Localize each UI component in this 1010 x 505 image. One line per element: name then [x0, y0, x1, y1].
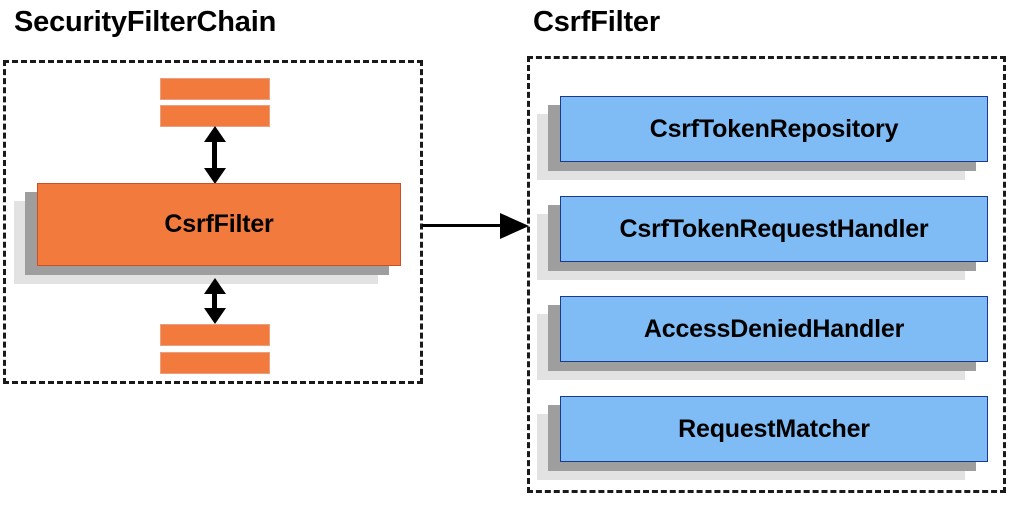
connector-chain-to-csrf-shaft: [422, 224, 507, 227]
collapsed-filter-bar-below-2: [160, 352, 270, 374]
node-face: CsrfTokenRepository: [560, 96, 988, 162]
node-face: AccessDeniedHandler: [560, 296, 988, 362]
collapsed-filter-bar-above-2: [160, 105, 270, 127]
arrow-up-head-icon-lower: [204, 278, 226, 294]
node-label: RequestMatcher: [678, 414, 870, 443]
collapsed-filter-bar-below-1: [160, 324, 270, 346]
panel-title-security-filter-chain: SecurityFilterChain: [14, 6, 277, 38]
node-label: CsrfTokenRequestHandler: [619, 214, 929, 243]
panel-title-csrf-filter: CsrfFilter: [533, 6, 660, 38]
arrow-down-head-icon-upper: [204, 168, 226, 184]
node-label: CsrfTokenRepository: [649, 114, 899, 143]
node-label: CsrfFilter: [164, 210, 274, 238]
node-face: CsrfFilter: [37, 183, 401, 266]
arrow-vertical-upper-shaft: [212, 140, 217, 170]
connector-arrow-right-icon: [500, 213, 529, 239]
arrow-vertical-lower-shaft: [212, 292, 217, 320]
arrow-up-head-icon: [204, 126, 226, 142]
security-filter-chain-container: [3, 60, 423, 384]
node-face: RequestMatcher: [560, 396, 988, 462]
node-face: CsrfTokenRequestHandler: [560, 196, 988, 262]
node-label: AccessDeniedHandler: [643, 314, 905, 343]
collapsed-filter-bar-above-1: [160, 78, 270, 100]
csrf-filter-container: [527, 56, 1006, 493]
arrow-down-head-icon: [204, 308, 226, 324]
